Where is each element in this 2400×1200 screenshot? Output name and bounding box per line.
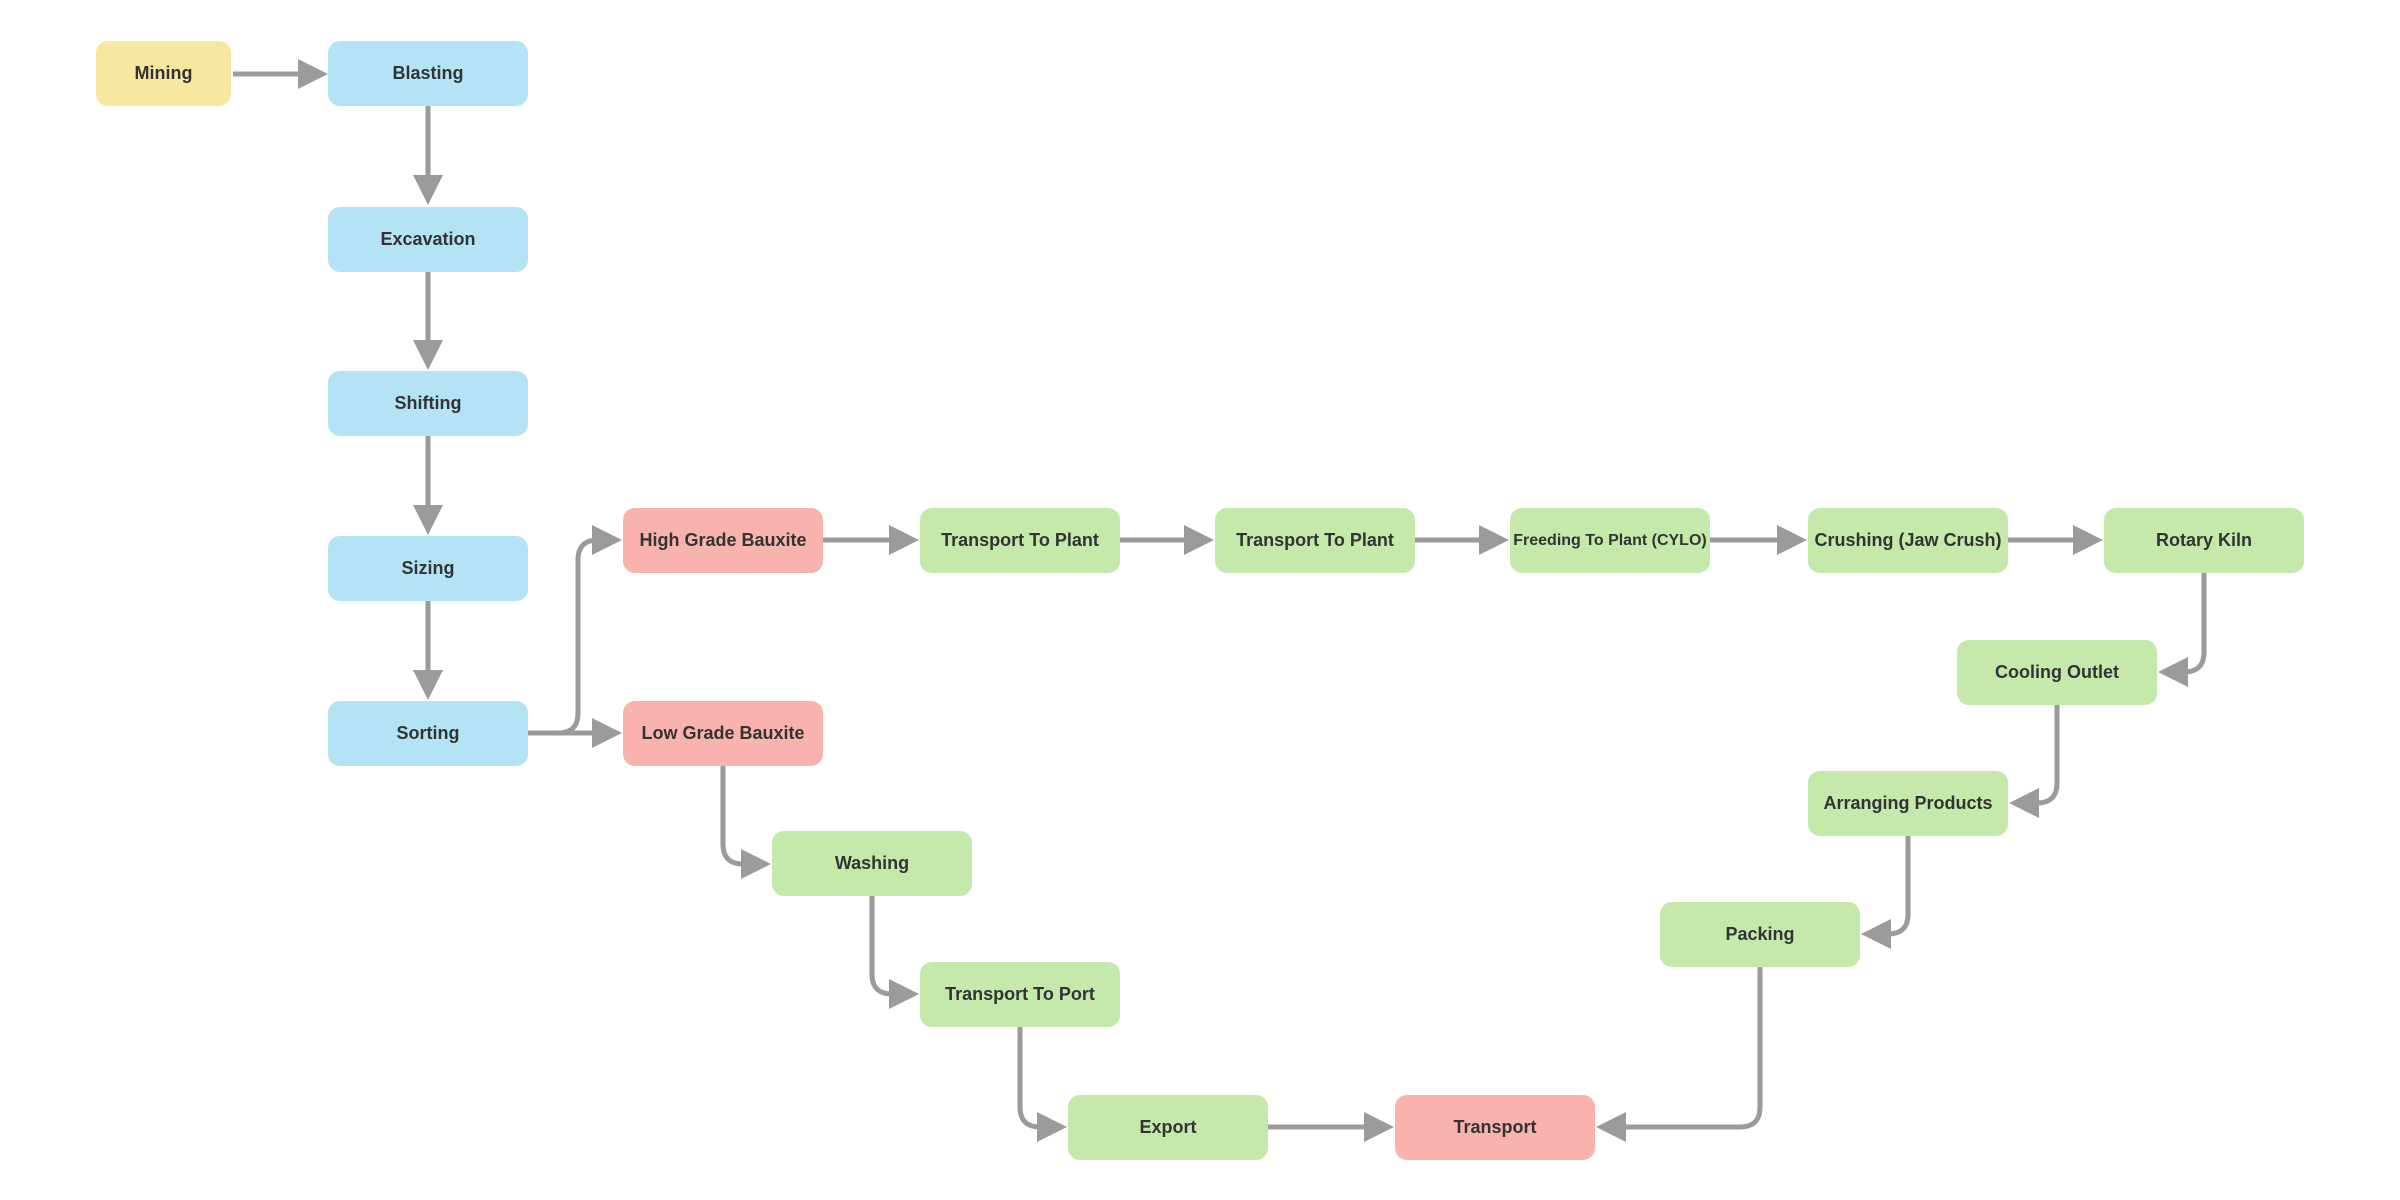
node-excavation: Excavation: [328, 207, 528, 272]
edge-packing-to-transport: [1596, 967, 1763, 1142]
node-rotary-kiln: Rotary Kiln: [2104, 508, 2304, 573]
node-transport-to-plant-1: Transport To Plant: [920, 508, 1120, 573]
node-arranging-products: Arranging Products: [1808, 771, 2008, 836]
node-shifting: Shifting: [328, 371, 528, 436]
node-mining: Mining: [96, 41, 231, 106]
edge-low-grade-bauxite-to-washing: [720, 766, 771, 879]
edge-transport-to-port-to-export: [1017, 1027, 1067, 1142]
edge-cooling-outlet-to-arranging-products: [2009, 705, 2060, 818]
node-freeding-to-plant-cylo: Freeding To Plant (CYLO): [1510, 508, 1710, 573]
node-transport: Transport: [1395, 1095, 1595, 1160]
edge-washing-to-transport-to-port: [869, 896, 919, 1009]
edge-arranging-products-to-packing: [1861, 836, 1911, 949]
node-transport-to-port: Transport To Port: [920, 962, 1120, 1027]
edge-sorting-to-high-grade-bauxite: [528, 525, 622, 736]
node-sizing: Sizing: [328, 536, 528, 601]
node-crushing-jaw-crush: Crushing (Jaw Crush): [1808, 508, 2008, 573]
edge-rotary-kiln-to-cooling-outlet: [2158, 573, 2207, 687]
node-blasting: Blasting: [328, 41, 528, 106]
node-transport-to-plant-2: Transport To Plant: [1215, 508, 1415, 573]
node-cooling-outlet: Cooling Outlet: [1957, 640, 2157, 705]
node-washing: Washing: [772, 831, 972, 896]
node-low-grade-bauxite: Low Grade Bauxite: [623, 701, 823, 766]
node-export: Export: [1068, 1095, 1268, 1160]
node-sorting: Sorting: [328, 701, 528, 766]
node-packing: Packing: [1660, 902, 1860, 967]
node-high-grade-bauxite: High Grade Bauxite: [623, 508, 823, 573]
